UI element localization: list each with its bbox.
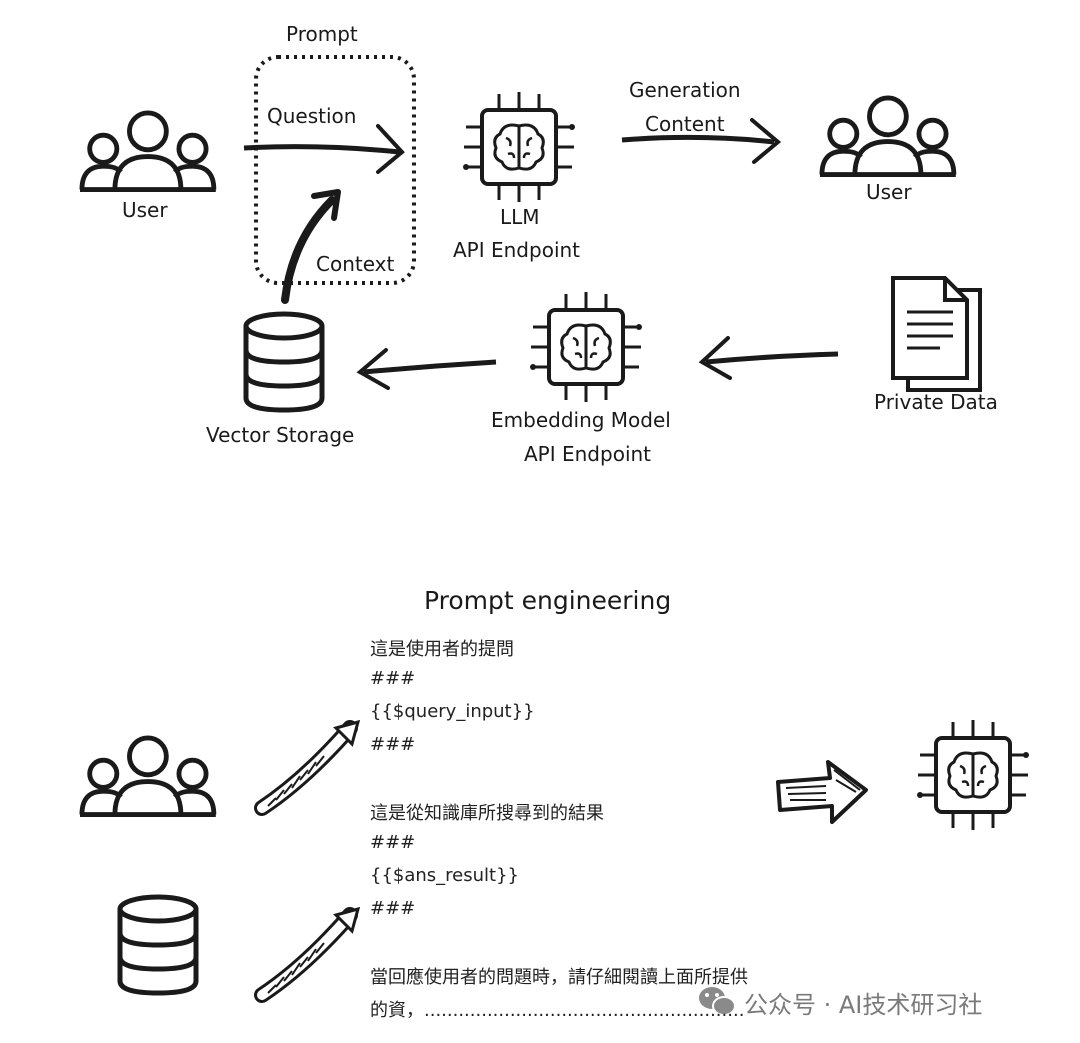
prompt-line: 這是使用者的提問 bbox=[370, 639, 514, 660]
embed-to-db-arrow bbox=[363, 359, 497, 375]
prompt-line: 當回應使用者的問題時，請仔細閱讀上面所提供 bbox=[370, 967, 748, 988]
private-to-embed-arrow bbox=[705, 351, 839, 365]
db-to-prompt-arrow bbox=[262, 909, 358, 995]
prompt-engineering-title: Prompt engineering bbox=[424, 586, 672, 615]
prompt-line: {{$query_input}} bbox=[370, 701, 535, 722]
question-label: Question bbox=[267, 104, 357, 128]
bottom-db-icon bbox=[120, 897, 196, 993]
prompt-box bbox=[254, 55, 416, 285]
prompt-line: {{$ans_result}} bbox=[370, 865, 520, 886]
embedding-label: Embedding Model bbox=[491, 408, 671, 432]
vector-storage-icon bbox=[246, 314, 322, 410]
prompt-line: 這是從知識庫所搜尋到的結果 bbox=[370, 803, 604, 824]
bottom-user-icon bbox=[80, 738, 216, 815]
prompt-label: Prompt bbox=[286, 22, 358, 46]
question-arrow bbox=[243, 144, 401, 155]
prompt-line: 的資，.....................................… bbox=[370, 1000, 745, 1021]
bottom-chip-icon bbox=[915, 718, 1031, 832]
llm-api-label: API Endpoint bbox=[453, 238, 581, 262]
context-label: Context bbox=[316, 252, 395, 276]
embedding-api-label: API Endpoint bbox=[524, 442, 652, 466]
prompt-line: ### bbox=[370, 734, 416, 755]
generation-arrow bbox=[621, 134, 775, 145]
user-right-icon bbox=[820, 98, 956, 175]
prompt-line: ### bbox=[370, 832, 416, 853]
generation-content-label: Content bbox=[645, 112, 725, 136]
user-left-icon bbox=[80, 113, 216, 190]
prompt-line: ### bbox=[370, 668, 416, 689]
user-right-label: User bbox=[866, 180, 912, 204]
generation-label: Generation bbox=[629, 78, 741, 102]
embedding-chip-icon bbox=[528, 290, 644, 404]
context-arrow bbox=[281, 196, 336, 304]
watermark-text: 公众号 · AI技术研习社 bbox=[744, 991, 983, 1019]
llm-chip-icon bbox=[461, 90, 577, 204]
user-left-label: User bbox=[122, 198, 168, 222]
private-data-icon bbox=[891, 276, 982, 392]
vector-storage-label: Vector Storage bbox=[206, 423, 355, 447]
private-data-label: Private Data bbox=[874, 390, 998, 414]
wechat-icon bbox=[699, 987, 736, 1016]
llm-label: LLM bbox=[500, 205, 540, 229]
prompt-line: ### bbox=[370, 898, 416, 919]
user-to-prompt-arrow bbox=[262, 722, 358, 808]
block-arrow-icon bbox=[776, 760, 868, 824]
